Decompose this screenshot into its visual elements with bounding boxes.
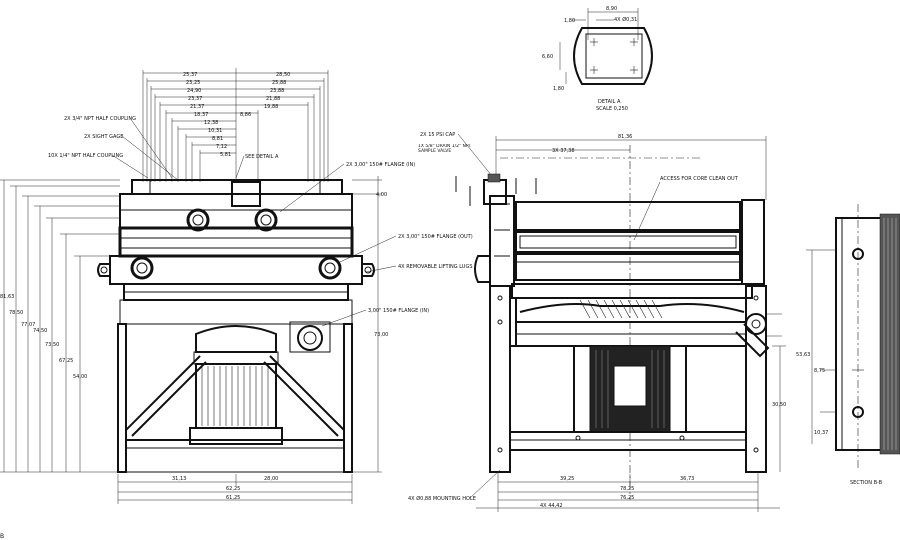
- front-dim-top-left-1: 23,25: [186, 80, 200, 86]
- side-dim-bottom-overall-1: 78,25: [620, 486, 634, 492]
- front-dim-height-6: 54,00: [73, 374, 87, 380]
- detail-a-caption-scale: SCALE 0,250: [596, 106, 628, 112]
- side-callout-access: ACCESS FOR CORE CLEAN OUT: [660, 176, 739, 182]
- front-fan-motor: [189, 325, 283, 445]
- front-dim-top-right-2: 23,88: [270, 88, 284, 94]
- detail-a-dim-offset: 1,80: [564, 18, 575, 24]
- front-dim-top-right-5: 8,86: [240, 112, 251, 118]
- side-dim-bottom-holes: 4X 44,42: [540, 503, 563, 509]
- side-frame: [474, 255, 767, 473]
- front-dim-bottom-overall-2: 61,25: [226, 495, 240, 501]
- side-dim-bottom-left: 39,25: [560, 476, 574, 482]
- footer-text: B: [0, 533, 4, 540]
- detail-a-view: 8,90 1,80 4X Ø0,31 6,60 1,80 DETAIL A SC…: [542, 6, 653, 112]
- front-dim-height-5: 67,25: [59, 358, 73, 364]
- front-callout-see-detail-a: SEE DETAIL A: [245, 154, 279, 160]
- front-dim-top-right-3: 21,88: [266, 96, 280, 102]
- front-callout-sight-gage: 2X SIGHT GAGE: [84, 134, 123, 140]
- front-dim-top-left-6: 12,38: [204, 120, 218, 126]
- side-motor-fins: [595, 350, 665, 428]
- section-b-view: 53,63 8,75 10,37 SECTION B-B: [796, 204, 900, 486]
- front-dim-top-right-1: 25,88: [272, 80, 286, 86]
- front-top-dimension-stack: 25,37 23,25 24,90 23,37 21,37 18,37 12,3…: [142, 68, 329, 182]
- front-dim-right-height: 73,00: [374, 332, 388, 338]
- detail-a-holes: [590, 38, 638, 74]
- side-motor: [573, 345, 687, 433]
- front-bottom-dims: 31,13 28,00 62,25 61,25: [117, 474, 353, 504]
- side-cap-box: [483, 179, 507, 205]
- detail-a-dim-height: 6,60: [542, 54, 553, 60]
- front-view: 25,37 23,25 24,90 23,37 21,37 18,37 12,3…: [0, 68, 473, 504]
- side-callout-drain-text: 1X 5/8" DRAIN 1/2" NPT SAMPLE VALVE: [418, 144, 472, 154]
- detail-a-plate: [573, 27, 653, 85]
- section-b-dim-low: 10,37: [814, 430, 828, 436]
- front-dim-bottom-overall-1: 62,25: [226, 486, 240, 492]
- front-dim-top-left-7: 10,31: [208, 128, 222, 134]
- front-dim-top-right-0: 28,50: [276, 72, 290, 78]
- side-fan-shroud: [511, 283, 753, 347]
- side-core-sections: [489, 195, 765, 287]
- front-dim-height-3: 74,50: [33, 328, 47, 334]
- side-callout-drain: 1X 5/8" DRAIN 1/2" NPT SAMPLE VALVE: [418, 144, 472, 154]
- side-outlet-flange: [735, 313, 782, 358]
- front-dim-top-right-4: 19,88: [264, 104, 278, 110]
- front-cooler-body: [109, 179, 363, 325]
- front-dim-height-4: 73,50: [45, 342, 59, 348]
- detail-a-caption-title: DETAIL A: [598, 99, 621, 105]
- front-dim-bottom-right: 28,00: [264, 476, 278, 482]
- front-right-dims: 4,00 73,00: [352, 176, 388, 473]
- front-callout-coupling-3-4: 2X 3/4" NPT HALF COUPLING: [64, 116, 136, 122]
- front-flanges: [130, 208, 342, 353]
- section-b-fins: [879, 213, 900, 455]
- front-left-height-dims: 81,63 78,50 77,07 74,50 73,50 67,25 54,0…: [0, 179, 120, 473]
- front-dim-top-left-9: 7,12: [216, 144, 227, 150]
- motor-fins: [195, 363, 277, 429]
- side-bottom-dims: 39,25 36,73 78,25 76,25 4X 44,42 4X Ø0,8…: [408, 469, 780, 512]
- front-dim-height-2: 77,07: [21, 322, 35, 328]
- front-dim-top-left-8: 8,81: [212, 136, 223, 142]
- section-b-caption: SECTION B-B: [850, 480, 883, 486]
- front-callout-flange-in-top: 2X 3,00" 150# FLANGE (IN): [346, 162, 415, 168]
- front-callout-flange-out: 2X 3,00" 150# FLANGE (OUT): [398, 234, 473, 240]
- front-dim-top-left-0: 25,37: [183, 72, 197, 78]
- detail-a-dim-lower: 1,80: [553, 86, 564, 92]
- front-support-stand: [117, 323, 353, 473]
- front-callout-lifting-lugs: 4X REMOVABLE LIFTING LUGS: [398, 264, 473, 270]
- detail-a-dim-holes: 4X Ø0,31: [614, 16, 637, 23]
- side-callout-psi-cap: 2X 15 PSI CAP: [420, 132, 455, 138]
- front-dim-top-left-3: 23,37: [188, 96, 202, 102]
- front-dim-top-left-5: 18,37: [194, 112, 208, 118]
- side-fan-hatching: [579, 299, 663, 319]
- side-dim-bottom-overall-2: 76,25: [620, 495, 634, 501]
- side-dim-right: 30,50: [772, 402, 786, 408]
- detail-a-dim-width: 8,90: [606, 6, 617, 12]
- front-dim-right-top: 4,00: [376, 192, 387, 198]
- front-lifting-lugs: [97, 263, 375, 277]
- side-view: 81,36 3X 37,38 2X 15 PSI CAP 1X 5/8" DRA…: [408, 132, 786, 512]
- side-dim-top: 81,36: [618, 134, 632, 140]
- section-b-dim-height: 53,63: [796, 352, 810, 358]
- front-dim-height-1: 78,50: [9, 310, 23, 316]
- front-dim-top-left-2: 24,90: [187, 88, 201, 94]
- side-dim-37: 3X 37,38: [552, 148, 575, 154]
- front-callout-flange-in-lower: 3,00" 150# FLANGE (IN): [368, 308, 429, 314]
- front-dim-top-left-10: 5,81: [220, 152, 231, 158]
- front-callout-coupling-1-4: 10X 1/4" NPT HALF COUPLING: [48, 153, 123, 159]
- side-callout-mounting-holes: 4X Ø0,88 MOUNTING HOLE: [408, 495, 476, 502]
- front-dim-height-0: 81,63: [0, 294, 14, 300]
- front-dim-bottom-left: 31,13: [172, 476, 186, 482]
- section-b-dim-mid: 8,75: [814, 368, 825, 374]
- front-dim-top-left-4: 21,37: [190, 104, 204, 110]
- side-dim-bottom-right: 36,73: [680, 476, 694, 482]
- front-callouts: 2X 3/4" NPT HALF COUPLING 2X SIGHT GAGE …: [48, 116, 473, 327]
